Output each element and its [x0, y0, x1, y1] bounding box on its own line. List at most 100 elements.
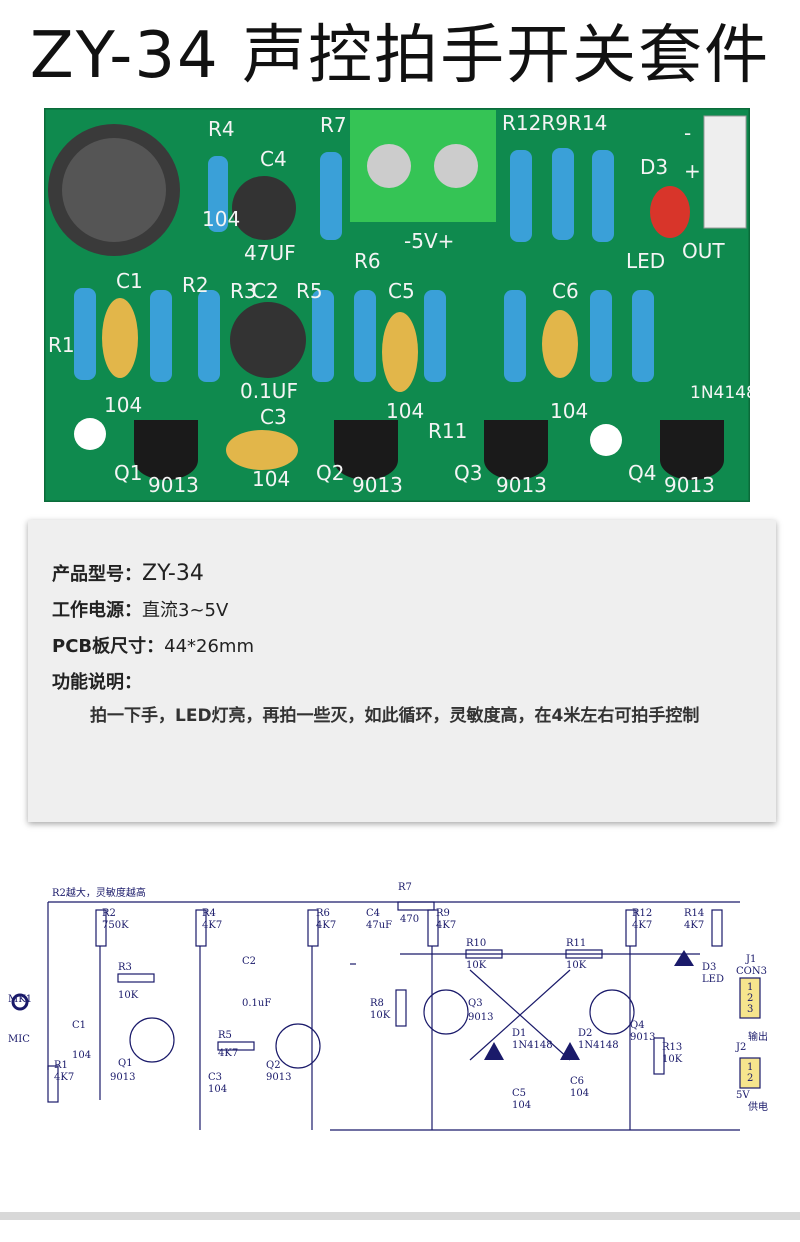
schematic-label: C3	[208, 1072, 222, 1083]
model-row: 产品型号：ZY-34	[52, 560, 204, 586]
schematic-label: 1	[747, 982, 753, 993]
schematic-label: 1N4148	[578, 1040, 619, 1051]
schematic-label: 2	[747, 993, 753, 1004]
pcb-text: R12R9R14	[502, 111, 607, 135]
schematic-label: R12	[632, 908, 652, 919]
pcb-text: 104	[252, 467, 290, 491]
schematic-label: CON3	[736, 966, 767, 977]
schematic-label: 1	[747, 1062, 753, 1073]
schematic-label: R1	[54, 1060, 68, 1071]
bottom-divider	[0, 1212, 800, 1220]
pcb-text: 9013	[496, 473, 547, 497]
pcb-text: OUT	[682, 239, 725, 263]
pcb-text: 104	[202, 207, 240, 231]
pcb-text: Q1	[114, 461, 142, 485]
power-value: 直流3~5V	[142, 600, 229, 621]
pcb-text: C4	[260, 147, 287, 171]
pcb-text: Q3	[454, 461, 482, 485]
schematic-label: 104	[208, 1084, 227, 1095]
pcb-text: C6	[552, 279, 579, 303]
schematic-label: R9	[436, 908, 450, 919]
schematic-label: 10K	[370, 1010, 391, 1021]
schematic-label: 4K7	[436, 920, 456, 931]
schematic-label: R10	[466, 938, 486, 949]
pcb-text: C2	[252, 279, 279, 303]
schematic-label: R2越大，灵敏度越高	[52, 886, 146, 899]
page-title: ZY-34 声控拍手开关套件	[29, 19, 771, 93]
schematic-label: MIC	[8, 1034, 30, 1045]
pcb-text: 104	[550, 399, 588, 423]
schematic-label: R6	[316, 908, 330, 919]
schematic-label: 输出	[748, 1030, 768, 1043]
schematic-label: J2	[735, 1042, 746, 1053]
schematic-label: 4K7	[218, 1048, 238, 1059]
schematic-label: 4K7	[202, 920, 222, 931]
schematic-label: 47uF	[366, 920, 392, 931]
pcb-text: LED	[626, 249, 665, 273]
pcb-text: 0.1UF	[240, 379, 298, 403]
schematic-label: 2	[747, 1073, 753, 1084]
led-image	[650, 186, 690, 238]
schematic-label: 1N4148	[512, 1040, 553, 1051]
function-label: 功能说明：	[52, 672, 142, 693]
power-row: 工作电源：直流3~5V	[52, 596, 228, 622]
capacitor-c4-image	[232, 176, 296, 240]
schematic-label: 104	[72, 1050, 91, 1061]
function-row: 功能说明：	[52, 668, 142, 694]
schematic-label: R5	[218, 1030, 232, 1041]
schematic-label: 470	[400, 914, 419, 925]
schematic-label: 9013	[266, 1072, 291, 1083]
schematic-label: D1	[512, 1028, 526, 1039]
schematic-label: 9013	[468, 1012, 493, 1023]
pcb-text: C5	[388, 279, 415, 303]
schematic-label: Q3	[468, 998, 483, 1009]
schematic-label: C6	[570, 1076, 584, 1087]
schematic-label: R4	[202, 908, 216, 919]
function-description: 拍一下手，LED灯亮，再拍一些灭，如此循环，灵敏度高，在4米左右可拍手控制	[90, 706, 700, 726]
pcb-text: R4	[208, 117, 235, 141]
pcb-text: -	[684, 121, 691, 145]
capacitor-c2-image	[230, 302, 306, 378]
model-value: ZY-34	[142, 561, 204, 586]
schematic-label: Q4	[630, 1020, 645, 1031]
schematic-label: J1	[745, 954, 756, 965]
pcb-text: Q4	[628, 461, 656, 485]
schematic-label: 10K	[118, 990, 139, 1001]
schematic-label: D2	[578, 1028, 592, 1039]
schematic-label: D3	[702, 962, 716, 973]
pcb-text: Q2	[316, 461, 344, 485]
pcb-text: 9013	[664, 473, 715, 497]
schematic-label: R2	[102, 908, 116, 919]
pcb-size-row: PCB板尺寸：44*26mm	[52, 632, 254, 658]
schematic-label: R8	[370, 998, 384, 1009]
schematic-label: C5	[512, 1088, 526, 1099]
pcb-text: R5	[296, 279, 323, 303]
product-info-card: 产品型号：ZY-34 工作电源：直流3~5V PCB板尺寸：44*26mm 功能…	[28, 520, 776, 822]
power-label: 工作电源：	[52, 600, 142, 621]
schematic-label: R7	[398, 882, 412, 893]
pcb-board-image: R4 R7 R12R9R14 C4 47UF -5V+ D3 LED OUT C…	[44, 108, 750, 502]
schematic-label: 4K7	[684, 920, 704, 931]
pcb-text: R11	[428, 419, 467, 443]
schematic-label: C1	[72, 1020, 86, 1031]
pcb-text: 9013	[352, 473, 403, 497]
schematic-label: Q2	[266, 1060, 281, 1071]
schematic-label: 供电	[748, 1100, 768, 1113]
schematic-label: MK1	[8, 994, 32, 1005]
schematic-label: C2	[242, 956, 256, 967]
schematic-label: C4	[366, 908, 380, 919]
schematic-label: 3	[747, 1004, 753, 1015]
pcb-text: 104	[386, 399, 424, 423]
schematic-label: 104	[570, 1088, 589, 1099]
schematic-label: 10K	[566, 960, 587, 971]
schematic-label: 10K	[466, 960, 487, 971]
schematic-label: R3	[118, 962, 132, 973]
schematic-label: 4K7	[316, 920, 336, 931]
schematic-label: 4K7	[632, 920, 652, 931]
pcb-text: R1	[48, 333, 75, 357]
pcb-text: 104	[104, 393, 142, 417]
pcb-text: C1	[116, 269, 143, 293]
pcb-text: R6	[354, 249, 381, 273]
pcb-size-label: PCB板尺寸：	[52, 636, 165, 657]
pcb-size-value: 44*26mm	[164, 636, 255, 657]
